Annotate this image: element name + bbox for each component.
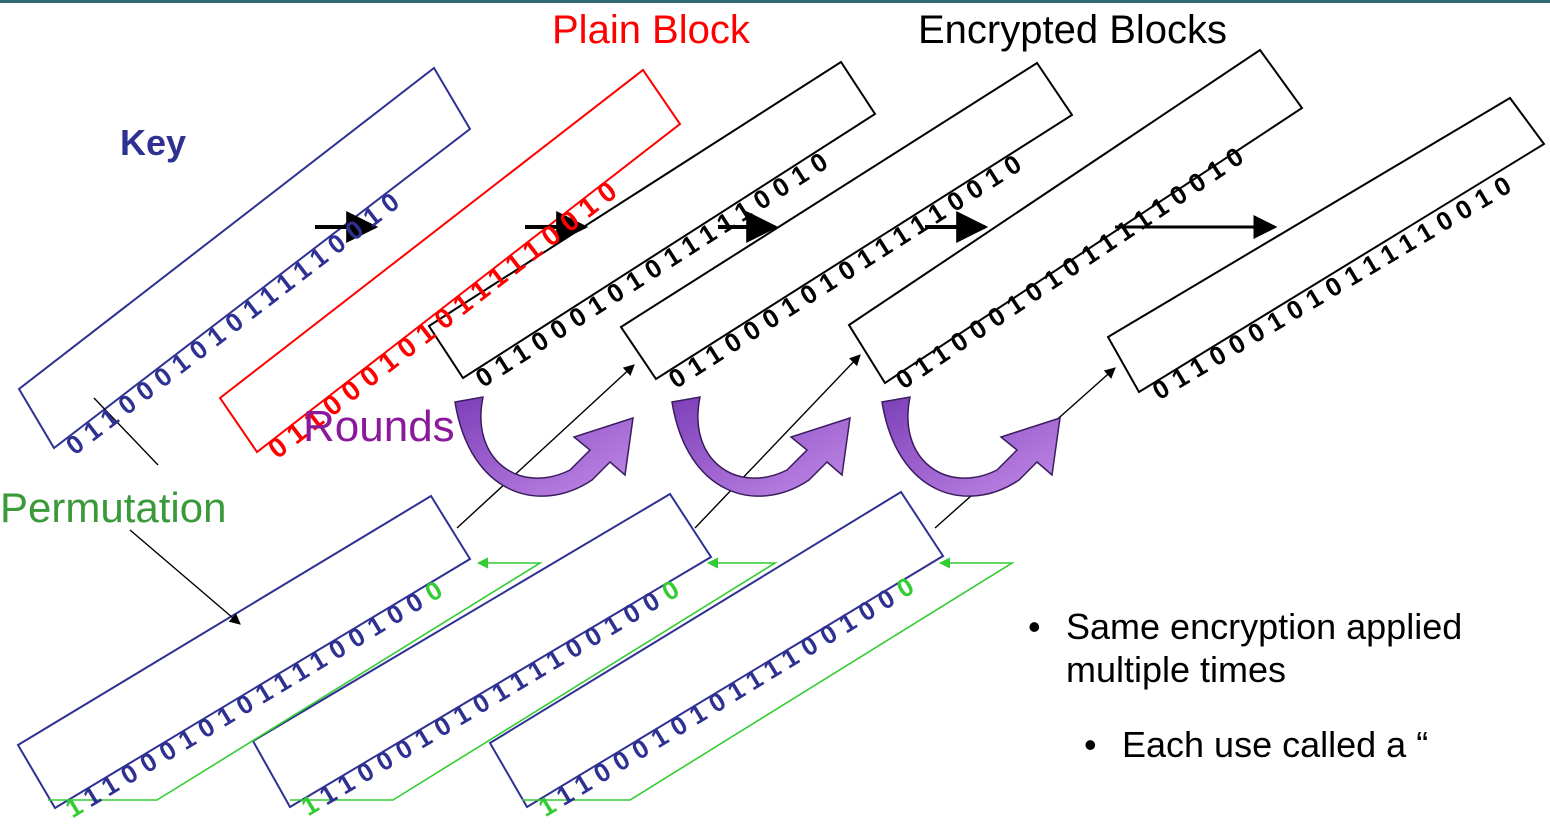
subkey-to-block-arrow-1 — [456, 364, 635, 529]
encrypted-block-box-1 — [427, 60, 877, 380]
permuted-key-box-1 — [16, 494, 472, 810]
sub-bullet-item: • Each use called a “ — [1028, 723, 1550, 766]
encrypted-block-box-4 — [1106, 96, 1546, 394]
curved-arrow-icon — [881, 396, 1061, 497]
permuted-key-box-2 — [251, 492, 713, 809]
permutation-pointer-arrow — [129, 529, 241, 625]
permuted-key-box-3 — [488, 490, 945, 809]
rounds-label: Rounds — [303, 402, 455, 451]
encrypted-blocks-label: Encrypted Blocks — [918, 8, 1228, 52]
key-to-permutation-line — [93, 397, 159, 466]
key-label: Key — [120, 122, 187, 163]
plain-block-label: Plain Block — [552, 8, 750, 52]
top-rule — [0, 0, 1550, 3]
permutation-bracket-3 — [522, 557, 1015, 801]
bullet-dot-icon: • — [1084, 724, 1097, 765]
bullet-list: • Same encryption applied multiple times… — [1028, 605, 1550, 766]
curved-arrow-icon — [454, 396, 634, 497]
subkey-to-block-arrow-2 — [694, 354, 861, 529]
permutation-label: Permutation — [0, 484, 227, 531]
curved-arrow-icon — [671, 396, 851, 497]
permutation-bracket-1 — [48, 557, 543, 801]
bullet-main-text: Same encryption applied multiple times — [1066, 606, 1463, 690]
encrypted-block-box-3 — [847, 48, 1304, 385]
plain-block-box — [218, 68, 682, 454]
permutation-bracket-2 — [290, 557, 778, 801]
bullet-item: • Same encryption applied multiple times — [1028, 605, 1550, 691]
key-box — [17, 66, 472, 450]
bullet-dot-icon: • — [1028, 606, 1041, 647]
encrypted-block-box-2 — [619, 61, 1074, 381]
bullet-sub-text: Each use called a “ — [1122, 724, 1429, 765]
